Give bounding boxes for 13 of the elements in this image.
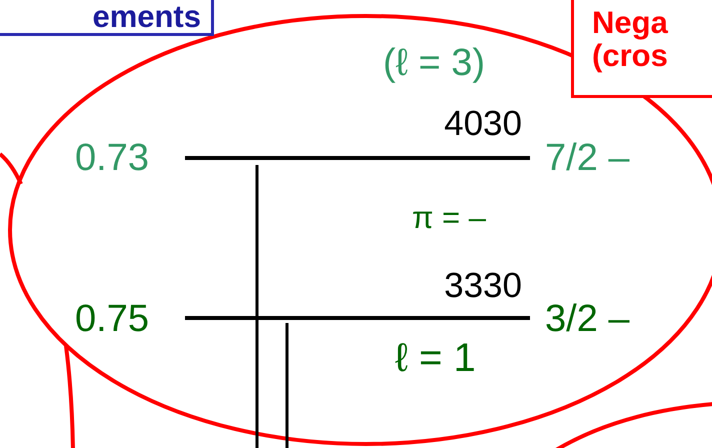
- spin-parity: 7/2 –: [545, 139, 630, 177]
- spin-parity: 3/2 –: [545, 300, 630, 338]
- energy-value: 0.75: [75, 300, 149, 338]
- energy-value: 0.73: [75, 139, 149, 177]
- callout-box: Nega (cros: [571, 0, 712, 98]
- orbital-momentum-label: (ℓ = 3): [383, 44, 486, 82]
- heading-box: ements: [0, 0, 214, 36]
- parity-label: π = –: [412, 202, 486, 233]
- orbital-momentum-label: ℓ = 1: [395, 338, 476, 378]
- callout-bubble: [555, 402, 712, 448]
- callout-bubble: [0, 152, 75, 448]
- level-energy: 3330: [444, 268, 522, 303]
- level-energy: 4030: [444, 106, 522, 141]
